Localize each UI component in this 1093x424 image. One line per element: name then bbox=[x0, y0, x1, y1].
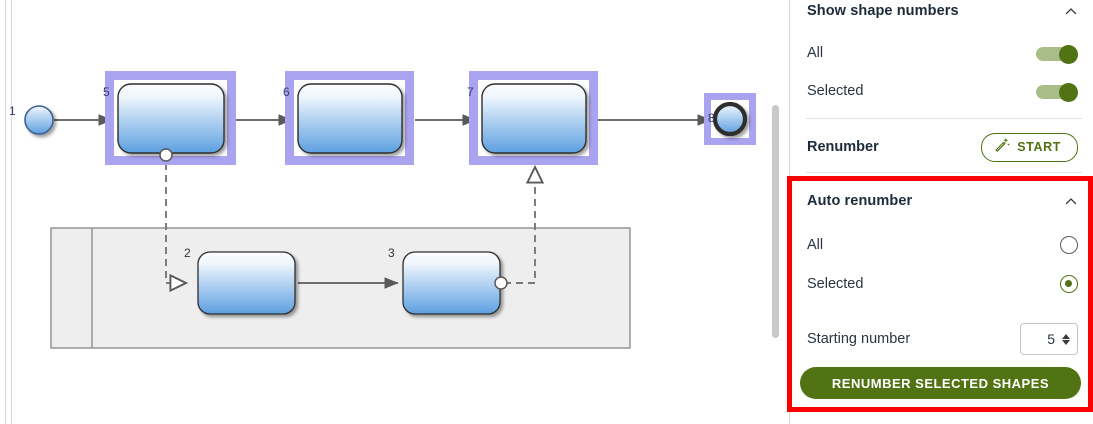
stepper-arrows[interactable] bbox=[1062, 333, 1077, 345]
section-title-show-shape-numbers: Show shape numbers bbox=[807, 3, 959, 19]
task-shape-5 bbox=[117, 83, 225, 162]
shape-number-task-5: 5 bbox=[103, 85, 110, 99]
shape-number-task-7: 7 bbox=[467, 85, 474, 99]
diagram-graphics bbox=[24, 71, 756, 349]
starting-number-stepper[interactable] bbox=[1020, 323, 1078, 355]
shape-number-task-2: 2 bbox=[184, 246, 191, 260]
stepper-up-icon[interactable] bbox=[1062, 333, 1070, 339]
task-shape-2 bbox=[197, 251, 296, 315]
pool-container bbox=[50, 227, 631, 349]
task-shape-3 bbox=[402, 251, 508, 315]
panel-scrollbar-thumb[interactable] bbox=[772, 105, 779, 338]
row-label-auto-all: All bbox=[807, 237, 824, 253]
message-flows bbox=[165, 163, 535, 283]
task-shape-6 bbox=[297, 83, 403, 154]
renumber-selected-shapes-button[interactable]: RENUMBER SELECTED SHAPES bbox=[800, 367, 1081, 399]
chevron-up-icon[interactable] bbox=[1063, 3, 1079, 19]
shape-number-start-event: 1 bbox=[9, 104, 16, 118]
selection-highlights bbox=[105, 71, 756, 165]
starting-number-input[interactable] bbox=[1021, 330, 1062, 348]
section-title-renumber: Renumber bbox=[807, 139, 879, 155]
row-label-starting-number: Starting number bbox=[807, 331, 911, 347]
diagram-canvas[interactable]: 1 5 6 7 8 2 3 bbox=[0, 0, 790, 424]
task-shape-7 bbox=[481, 83, 587, 154]
radio-auto-all[interactable] bbox=[1060, 236, 1078, 254]
toggle-show-selected[interactable] bbox=[1036, 82, 1078, 102]
row-label-auto-selected: Selected bbox=[807, 276, 864, 292]
section-header-auto-renumber[interactable]: Auto renumber bbox=[790, 186, 1093, 216]
chevron-up-icon[interactable] bbox=[1063, 193, 1079, 209]
renumber-start-button-label: START bbox=[1017, 140, 1061, 154]
start-event-shape bbox=[24, 105, 54, 135]
toggle-thumb bbox=[1059, 44, 1078, 64]
toggle-show-all[interactable] bbox=[1036, 44, 1078, 64]
sequence-flows bbox=[54, 114, 712, 289]
panel-divider-2 bbox=[806, 172, 1082, 173]
row-label-show-all: All bbox=[807, 45, 824, 61]
row-renumber: Renumber START bbox=[790, 130, 1093, 164]
section-title-auto-renumber: Auto renumber bbox=[807, 193, 913, 209]
toggle-thumb bbox=[1059, 82, 1078, 102]
row-starting-number: Starting number bbox=[790, 321, 1093, 357]
shape-number-end-event: 8 bbox=[708, 111, 715, 125]
properties-panel: Show shape numbers All Selected Renumber bbox=[789, 0, 1093, 424]
row-auto-all: All bbox=[790, 228, 1093, 262]
row-show-selected: Selected bbox=[790, 74, 1093, 108]
renumber-start-button[interactable]: START bbox=[981, 132, 1078, 162]
row-label-show-selected: Selected bbox=[807, 83, 864, 99]
shape-number-task-6: 6 bbox=[283, 85, 290, 99]
canvas-guide-line-inner bbox=[11, 0, 12, 424]
panel-divider bbox=[806, 118, 1082, 119]
radio-auto-selected[interactable] bbox=[1060, 275, 1078, 293]
magic-wand-icon bbox=[993, 136, 1011, 158]
canvas-guide-line-outer bbox=[5, 0, 6, 424]
row-auto-selected: Selected bbox=[790, 267, 1093, 301]
stepper-down-icon[interactable] bbox=[1062, 339, 1070, 345]
end-event-shape bbox=[712, 101, 748, 137]
section-header-show-shape-numbers[interactable]: Show shape numbers bbox=[790, 0, 1093, 26]
shape-number-task-3: 3 bbox=[388, 246, 395, 260]
row-show-all: All bbox=[790, 36, 1093, 70]
